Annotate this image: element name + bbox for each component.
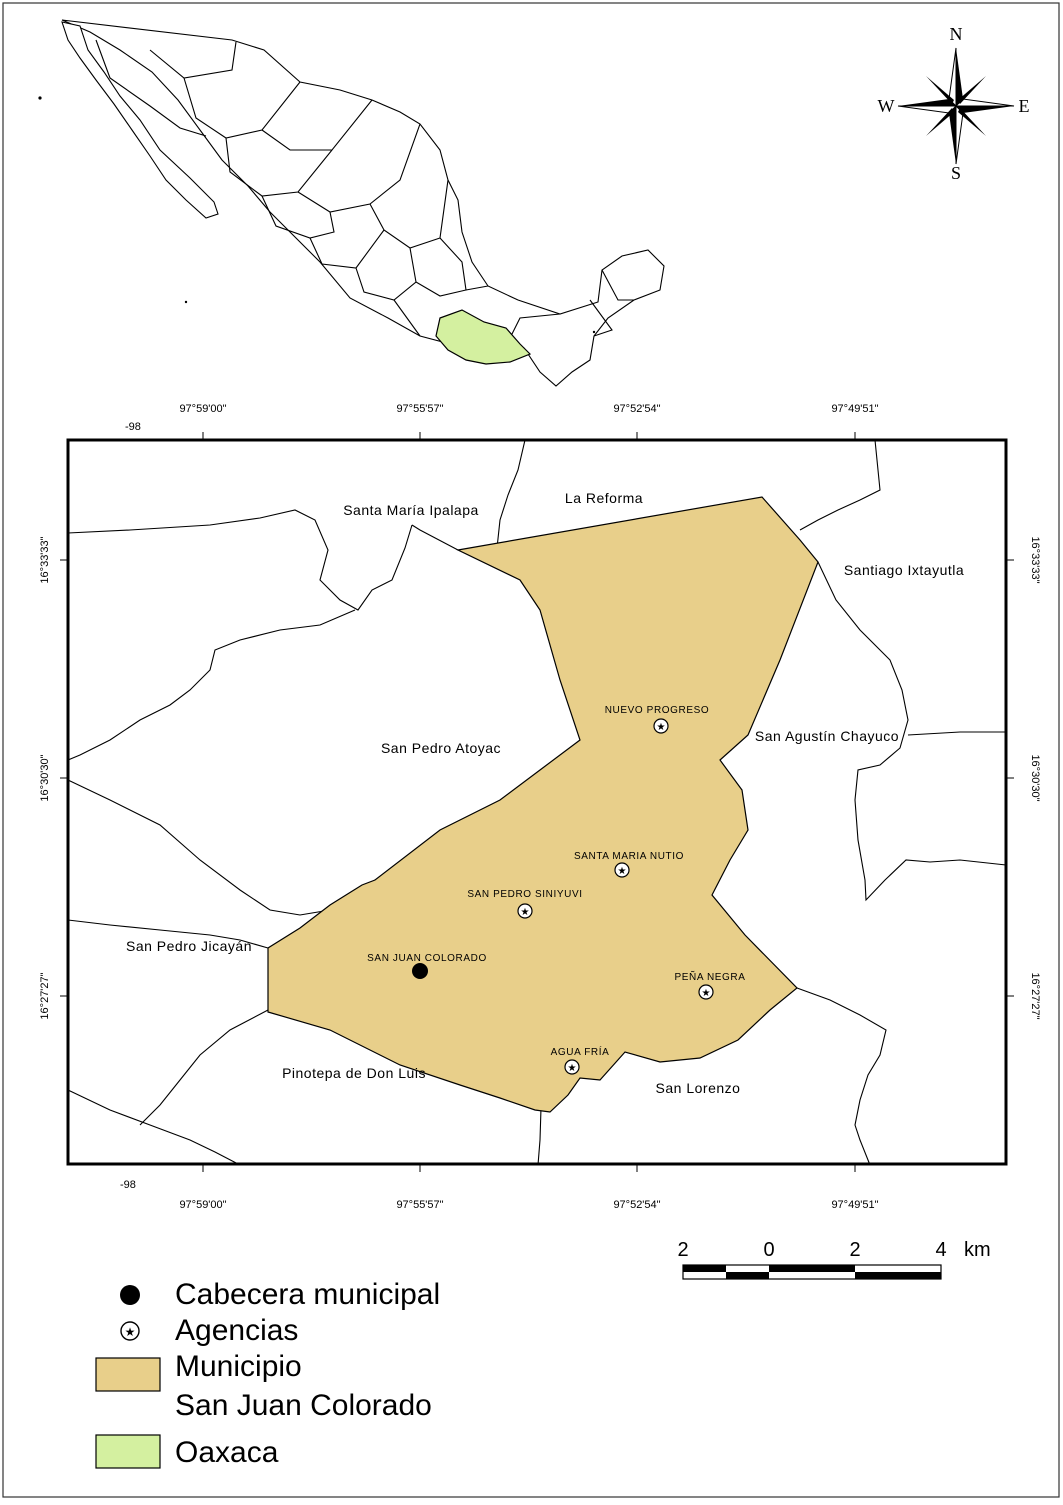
agency-nuevo-progreso: ★ NUEVO PROGRESO — [605, 705, 710, 734]
neighbor-label: San Pedro Jicayán — [126, 938, 252, 954]
agency-agua-fria: ★ AGUA FRÍA — [551, 1045, 610, 1075]
legend-oaxaca-label: Oaxaca — [175, 1436, 279, 1469]
mexico-mainland — [61, 19, 665, 387]
right-latitude-labels: 16°33'33" 16°30'30" 16°27'27" — [1029, 536, 1041, 1019]
svg-text:★: ★ — [702, 988, 711, 999]
municipality-map: Santa María Ipalapa La Reforma Santiago … — [60, 432, 1014, 1172]
coord-label: 16°27'27" — [39, 972, 51, 1019]
svg-text:★: ★ — [521, 907, 530, 918]
svg-text:★: ★ — [568, 1063, 577, 1074]
compass-east-label: E — [1019, 96, 1030, 116]
coord-label: 97°52'54" — [613, 403, 660, 415]
neighbor-label: Pinotepa de Don Luis — [282, 1065, 426, 1081]
scale-label: 4 — [935, 1239, 946, 1261]
coord-label: 97°55'57" — [396, 1199, 443, 1211]
agency-label: SAN PEDRO SINIYUVI — [467, 889, 582, 900]
agency-label: AGUA FRÍA — [551, 1045, 610, 1058]
baja-california — [61, 21, 219, 219]
compass-north-label: N — [950, 24, 963, 44]
agency-label: SANTA MARIA NUTIO — [574, 851, 684, 862]
legend-oaxaca-swatch — [95, 1434, 161, 1469]
mexico-inset-map — [38, 19, 665, 387]
coord-label: 16°30'30" — [39, 754, 51, 801]
legend-seat-symbol — [120, 1285, 140, 1305]
coord-label: 97°59'00" — [179, 403, 226, 415]
legend-municipality-label: Municipio — [175, 1350, 302, 1383]
top-longitude-labels: -98 97°59'00" 97°55'57" 97°52'54" 97°49'… — [125, 403, 879, 433]
compass-west-label: W — [878, 96, 895, 116]
san-juan-colorado-municipality — [267, 496, 819, 1113]
north-arrow: N S E W — [878, 24, 1030, 183]
coord-label: 97°59'00" — [179, 1199, 226, 1211]
legend: Cabecera municipal ★ Agencias Municipio … — [95, 1278, 440, 1469]
neighbor-label: Santiago Ixtayutla — [844, 562, 964, 578]
neighbor-label: San Agustín Chayuco — [755, 728, 899, 744]
legend-agency-symbol: ★ — [120, 1321, 140, 1341]
coord-label: 97°55'57" — [396, 403, 443, 415]
agency-label: NUEVO PROGRESO — [605, 705, 710, 716]
agency-san-pedro-siniyuvi: ★ SAN PEDRO SINIYUVI — [467, 889, 582, 919]
scale-label: 0 — [763, 1239, 774, 1261]
coord-label: 97°49'51" — [831, 1199, 878, 1211]
neighbor-label: Santa María Ipalapa — [343, 502, 479, 518]
coord-label: 16°33'33" — [1029, 536, 1041, 583]
agency-pena-negra: ★ PEÑA NEGRA — [674, 970, 745, 1000]
svg-text:★: ★ — [657, 722, 666, 733]
seat-label: SAN JUAN COLORADO — [367, 953, 487, 964]
scale-label: 2 — [849, 1239, 860, 1261]
compass-south-label: S — [951, 163, 961, 183]
legend-municipality-name: San Juan Colorado — [175, 1389, 432, 1422]
legend-seat-label: Cabecera municipal — [175, 1278, 440, 1311]
municipal-seat-marker — [412, 963, 428, 979]
neighbor-label: San Pedro Atoyac — [381, 740, 501, 756]
svg-text:★: ★ — [618, 866, 627, 877]
legend-agencies-label: Agencias — [175, 1314, 298, 1347]
coord-label: 16°30'30" — [1029, 754, 1041, 801]
legend-municipality-swatch — [95, 1357, 161, 1392]
agency-santa-maria-nutio: ★ SANTA MARIA NUTIO — [574, 851, 684, 878]
left-latitude-labels: 16°33'33" 16°30'30" 16°27'27" — [39, 536, 51, 1019]
scale-bar: 2 0 2 4 km — [677, 1239, 991, 1280]
coord-label: -98 — [125, 421, 141, 433]
scale-label: 2 — [677, 1239, 688, 1261]
agency-label: PEÑA NEGRA — [674, 970, 745, 983]
svg-text:★: ★ — [125, 1325, 136, 1339]
coord-label: 97°49'51" — [831, 403, 878, 415]
neighbor-label: San Lorenzo — [656, 1080, 741, 1096]
bottom-longitude-labels: -98 97°59'00" 97°55'57" 97°52'54" 97°49'… — [120, 1179, 879, 1211]
coord-label: 16°27'27" — [1029, 972, 1041, 1019]
scale-unit-label: km — [964, 1239, 991, 1261]
coord-label: 97°52'54" — [613, 1199, 660, 1211]
coord-label: 16°33'33" — [39, 536, 51, 583]
map-frame — [66, 438, 1008, 1166]
neighbor-label: La Reforma — [565, 490, 643, 506]
coord-label: -98 — [120, 1179, 136, 1191]
oaxaca-state — [435, 309, 532, 365]
